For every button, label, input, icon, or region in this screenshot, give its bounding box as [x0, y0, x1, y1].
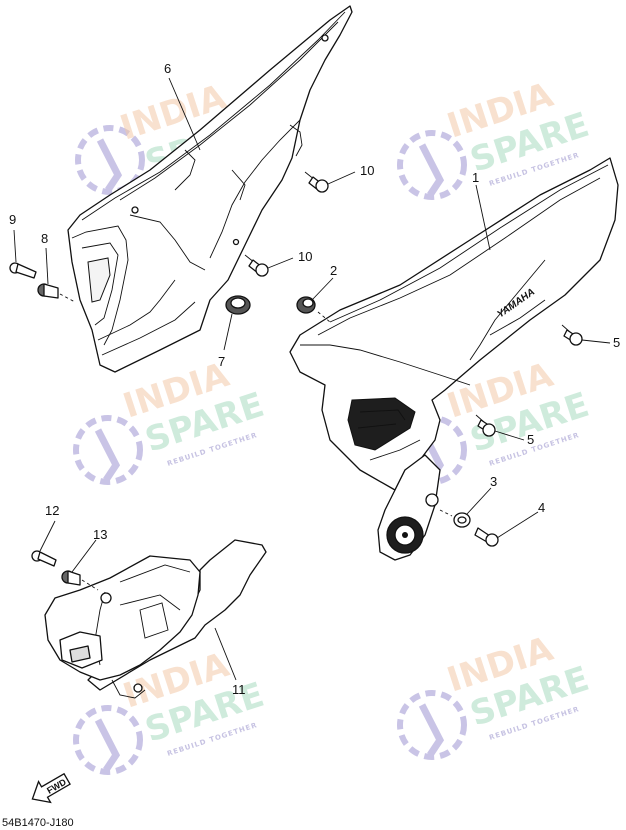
grommet-7: [225, 295, 251, 315]
left-side-cover: [67, 5, 353, 373]
screw-9: [9, 262, 37, 279]
forward-arrow-icon: FWD: [31, 772, 71, 804]
callout-8: 8: [41, 231, 48, 246]
collar-8: [37, 283, 59, 299]
callout-5-lower: 5: [527, 432, 534, 447]
wrench-logo-icon: [75, 125, 145, 195]
callout-10-lower: 10: [298, 249, 312, 264]
wrench-logo-icon: [397, 690, 467, 760]
callout-11: 11: [232, 682, 246, 697]
wrench-logo-icon: [73, 415, 143, 485]
bolt-4: [474, 527, 499, 547]
screw-5-upper: [561, 324, 583, 346]
wrench-logo-icon: [397, 130, 467, 200]
damper-2: [296, 296, 316, 314]
callout-1: 1: [472, 170, 479, 185]
callout-5-upper: 5: [613, 335, 620, 350]
collar-3: [453, 512, 471, 528]
callout-2: 2: [330, 263, 337, 278]
callout-4: 4: [538, 500, 545, 515]
callout-6: 6: [164, 61, 171, 76]
callout-3: 3: [490, 474, 497, 489]
wrench-logo-icon: [73, 705, 143, 775]
callout-9: 9: [9, 212, 16, 227]
callout-13: 13: [93, 527, 107, 542]
callout-7: 7: [218, 354, 225, 369]
watermark-bottom-right: INDIA SPARE REBUILD TOGETHER: [397, 629, 594, 760]
screw-10-upper: [304, 171, 329, 193]
callout-12: 12: [45, 503, 59, 518]
bracket-assembly: [44, 539, 267, 699]
screw-12: [31, 550, 57, 567]
watermark-mid-left: INDIA SPARE REBUILD TOGETHER: [73, 355, 269, 485]
watermark-top-right: INDIA SPARE REBUILD TOGETHER: [397, 75, 594, 200]
collar-13: [61, 570, 81, 586]
screw-10-lower: [244, 254, 269, 277]
callout-10-upper: 10: [360, 163, 374, 178]
leader-lines: [13, 77, 611, 681]
diagram-code: 54B1470-J180: [2, 817, 74, 829]
right-side-cover: YAMAHA: [289, 157, 619, 561]
screw-5-lower: [475, 414, 496, 437]
